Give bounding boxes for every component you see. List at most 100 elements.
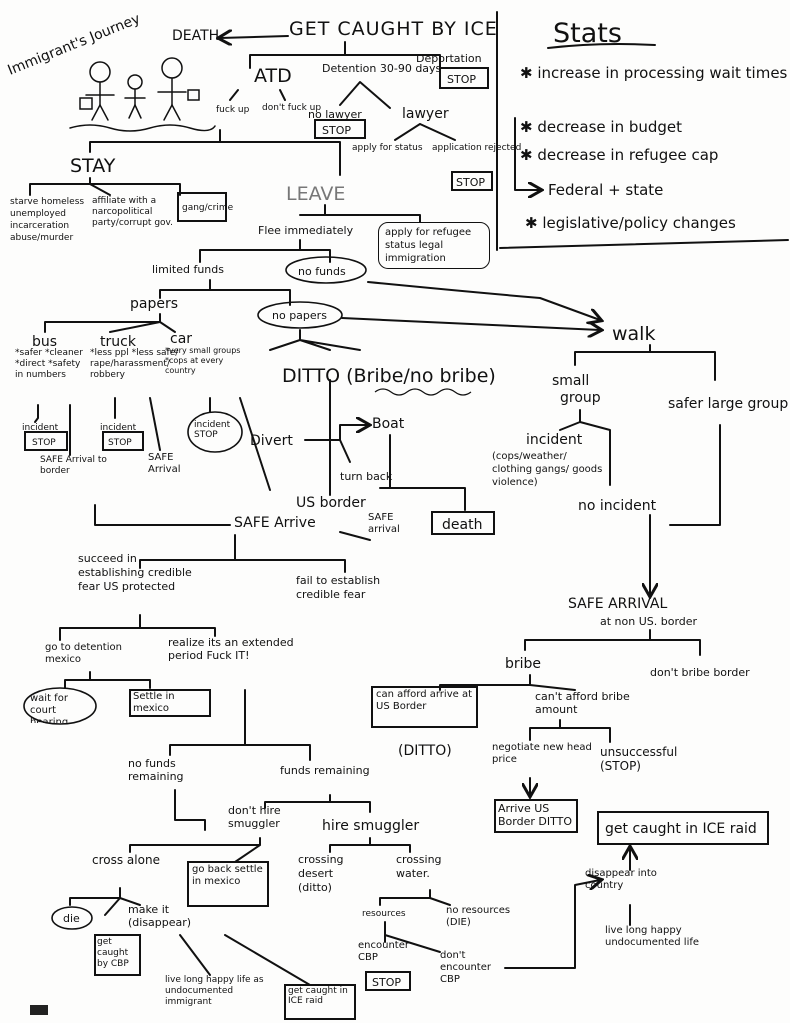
- hire-smuggler: hire smuggler: [322, 818, 419, 834]
- stats-bracket: [514, 117, 540, 190]
- can-afford-box: [371, 686, 478, 728]
- bus-notes-box: *safer *cleaner *direct *safety in numbe…: [15, 348, 83, 380]
- caught-ice-raid: get caught in ICE raid: [605, 821, 757, 837]
- car-notes: *very small groups *cops at every countr…: [165, 346, 241, 375]
- caught-ice-raid2-fo: get caught in ICE raid: [288, 986, 348, 1006]
- stay-branch: [29, 177, 181, 196]
- root-get-caught-by-ice: GET CAUGHT BY ICE: [289, 18, 498, 40]
- no-lawyer-stop-box: [314, 119, 366, 139]
- safe-arrival-nonus: SAFE ARRIVAL: [568, 596, 667, 612]
- bus-incident-box: [24, 431, 68, 451]
- safe-arrival-border-box: SAFE Arrival to border: [40, 455, 107, 476]
- settle-mexico: Settle in mexico: [133, 691, 175, 714]
- gang: gang/crime: [182, 203, 234, 213]
- truck-notes: *less ppl *less safe/ rape/harassment/ r…: [90, 348, 179, 380]
- realize-branch: [169, 689, 311, 761]
- no-papers: no papers: [272, 309, 327, 322]
- live-long-happy-box: live long happy life as undocumented imm…: [165, 975, 264, 1007]
- arrive-us-box: [494, 799, 578, 833]
- safe-arrival-nonus-2: at non US. border: [600, 615, 698, 628]
- small-group-branch: [559, 409, 611, 486]
- cross-alone: cross alone: [92, 853, 160, 867]
- cross-alone-branch: [69, 887, 141, 916]
- lawyer: lawyer: [402, 106, 449, 122]
- wait-hearing-oval: [23, 687, 97, 725]
- lawyer-branch: [394, 123, 456, 141]
- safer-large-group: safer large group: [668, 396, 788, 412]
- safe-arrival2: SAFE arrival: [368, 512, 400, 535]
- stat-item-2: ✱ decrease in refugee cap: [520, 146, 718, 164]
- dont-hire-branch: [129, 837, 261, 863]
- resources-branch: [384, 921, 441, 953]
- no-lawyer-stop: STOP: [322, 124, 351, 137]
- atd-dont-fuck-up: don't fuck up: [262, 103, 321, 113]
- death-box: [431, 511, 495, 535]
- walk: walk: [612, 323, 655, 345]
- walk-branch: [574, 344, 716, 381]
- bus-incident: incident: [22, 423, 59, 433]
- car-incident-stop: incident STOP: [194, 420, 231, 440]
- family-figures-icon: [69, 57, 216, 132]
- boat-branch: [379, 434, 466, 511]
- go-back: go back settle in mexico: [192, 864, 263, 887]
- safe-arrival-border: SAFE Arrival to border: [40, 455, 107, 476]
- incident: incident: [526, 432, 583, 448]
- disappear-country-box: disappear into country: [585, 868, 657, 891]
- no-papers-to-walk: [341, 317, 600, 330]
- safe-arrival-box: SAFE Arrival: [148, 452, 181, 475]
- succeed-box: succeed in establishing credible fear US…: [78, 552, 192, 593]
- die: die: [63, 912, 80, 925]
- apply-refugee-box: apply for refugee status legal immigrati…: [378, 222, 490, 269]
- deportation-stop-box: [439, 67, 489, 89]
- detention-mexico-branch: [64, 671, 151, 689]
- unsuccessful-box: unsuccessful (STOP): [600, 745, 677, 773]
- arrow-to-death: [220, 36, 289, 38]
- rejected-stop-box: [451, 171, 493, 191]
- succeed-branch: [59, 614, 216, 641]
- papers: papers: [130, 296, 178, 312]
- us-border: US border: [296, 495, 366, 511]
- stat-item-0: ✱ increase in processing wait times (ref…: [520, 64, 790, 82]
- ditto: (DITTO): [398, 743, 452, 759]
- no-lawyer: no lawyer: [308, 108, 362, 121]
- truck-branch: [114, 397, 161, 451]
- car-incident-oval: [187, 411, 243, 453]
- cant-afford-box: can't afford bribe amount: [535, 690, 630, 716]
- go-detention: go to detention mexico: [45, 642, 122, 665]
- limited-funds: limited funds: [152, 263, 224, 276]
- stay: STAY: [70, 155, 116, 177]
- whiteboard-logo-icon: [30, 1005, 48, 1015]
- caught-ice-raid2: get caught in ICE raid: [288, 986, 348, 1006]
- settle-mexico-fo: Settle in mexico: [133, 691, 175, 714]
- stat-item-3: Federal + state: [548, 181, 663, 199]
- stat-item-4: ✱ legislative/policy changes: [525, 214, 736, 232]
- bribe: bribe: [505, 656, 541, 672]
- no-resources: no resources (DIE): [446, 905, 511, 928]
- funds-remaining-branch: [264, 794, 371, 813]
- detention-branch: [339, 81, 391, 109]
- can-afford-fo: can afford arrive at US Border: [376, 689, 472, 712]
- encounter-cbp: encounter CBP: [358, 940, 409, 963]
- truck-incident: incident: [100, 423, 137, 433]
- dont-bribe: don't bribe border: [650, 666, 750, 679]
- wait-hearing-box: wait for court hearing: [30, 693, 68, 723]
- negotiate: negotiate new head price: [492, 742, 592, 765]
- papers-branch: [44, 313, 176, 333]
- bus-notes: *safer *cleaner *direct *safety in numbe…: [15, 348, 83, 380]
- no-resources-box: no resources (DIE): [446, 905, 511, 928]
- settle-mexico-box: [129, 689, 211, 717]
- encounter-cbp-box: encounter CBP: [358, 940, 409, 963]
- safe-arrival2-box: SAFE arrival: [368, 512, 400, 535]
- crossing-desert-box: crossing desert (ditto): [298, 853, 344, 894]
- deportation-stop: STOP: [447, 73, 476, 86]
- death: death: [442, 517, 482, 533]
- make-it-branch: [179, 934, 311, 986]
- truck-incident-stop: STOP: [108, 438, 132, 448]
- detention: Detention 30-90 days: [322, 62, 442, 75]
- no-funds-to-walk: [367, 281, 600, 320]
- cant-afford: can't afford bribe amount: [535, 690, 630, 716]
- affiliate-box: affiliate with a narcopolitical party/co…: [92, 196, 173, 228]
- live-long-undoc-box: live long happy undocumented life: [605, 925, 699, 948]
- deportation: Deportation: [416, 52, 482, 65]
- dont-hire: don't hire smuggler: [228, 804, 281, 830]
